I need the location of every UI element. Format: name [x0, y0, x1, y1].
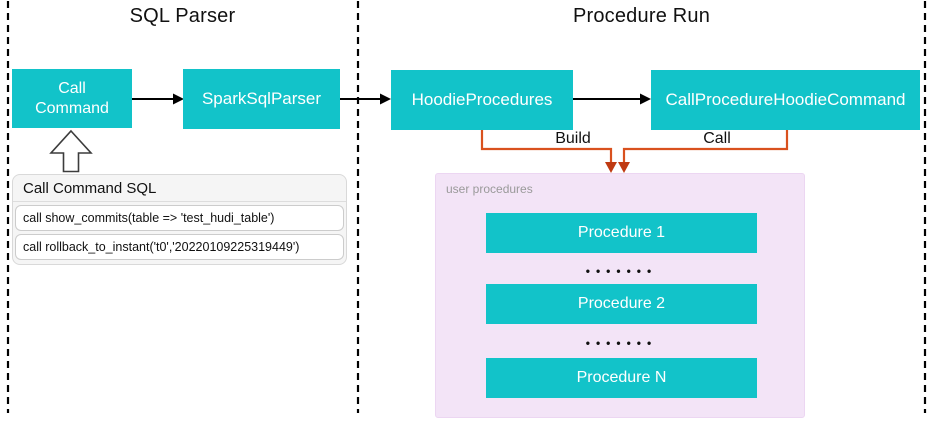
procedure-box-label: Procedure 1: [577, 224, 666, 241]
flow-arrow-callcommand-to-parser: [132, 93, 184, 105]
section-title-sql-parser: SQL Parser: [129, 5, 236, 27]
up-arrow-icon: [49, 129, 93, 173]
node-hoodie-procedures: HoodieProcedures: [391, 70, 573, 130]
node-spark-sql-parser: SparkSqlParser: [183, 69, 340, 129]
procedure-box-label: Procedure N: [576, 369, 667, 386]
call-command-sql-table: Call Command SQL call show_commits(table…: [12, 174, 347, 265]
procedure-box: Procedure N: [486, 358, 757, 398]
node-call-command-label: Call Command: [35, 80, 109, 117]
sql-table-row: call rollback_to_instant('t0','202201092…: [15, 234, 344, 260]
node-call-command: Call Command: [12, 69, 132, 128]
node-spark-sql-parser-label: SparkSqlParser: [201, 88, 322, 108]
user-procedures-panel: user procedures Procedure 1 ••••••• Proc…: [435, 173, 805, 418]
sql-table-header: Call Command SQL: [13, 175, 346, 202]
call-edge-label: Call: [703, 130, 731, 147]
user-procedures-label: user procedures: [446, 182, 533, 196]
node-hoodie-procedures-label: HoodieProcedures: [411, 89, 553, 109]
build-arrowhead-icon: [605, 162, 617, 173]
procedure-box: Procedure 2: [486, 284, 757, 324]
section-title-procedure-run: Procedure Run: [572, 5, 711, 27]
procedure-box: Procedure 1: [486, 213, 757, 253]
flow-arrow-hoodieprocedures-to-command: [573, 93, 651, 105]
node-call-procedure-hoodie-command: CallProcedureHoodieCommand: [651, 70, 920, 130]
ellipsis-row: •••••••: [585, 264, 658, 278]
call-arrowhead-icon: [618, 162, 630, 173]
ellipsis-row: •••••••: [585, 336, 658, 350]
node-call-procedure-hoodie-command-label: CallProcedureHoodieCommand: [665, 89, 906, 109]
sql-table-row: call show_commits(table => 'test_hudi_ta…: [15, 205, 344, 231]
procedure-box-label: Procedure 2: [577, 295, 666, 312]
build-edge-label: Build: [555, 130, 591, 147]
flow-arrow-parser-to-hoodieprocedures: [340, 93, 391, 105]
